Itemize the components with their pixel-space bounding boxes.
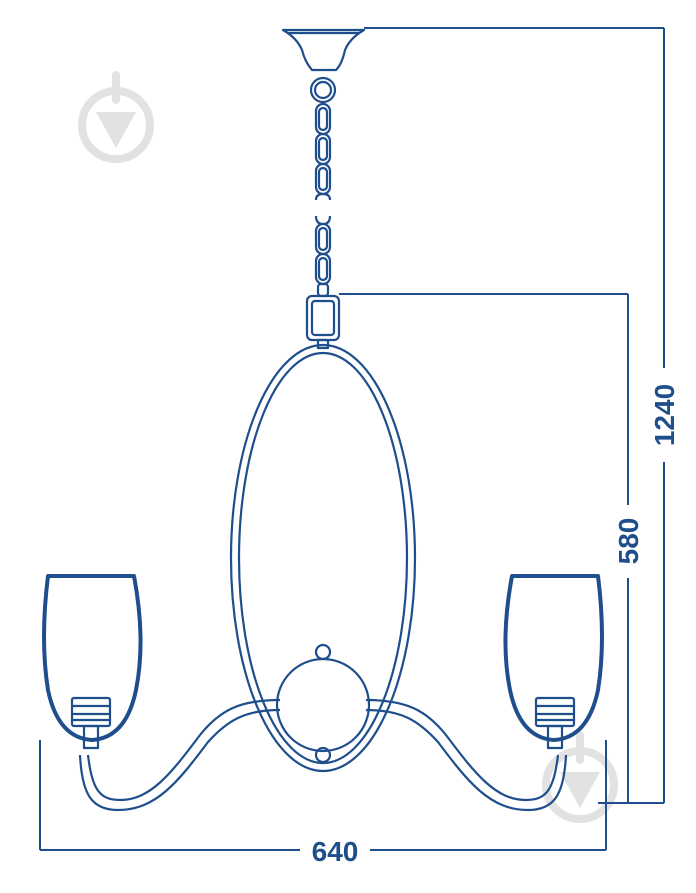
left-socket [70, 696, 112, 728]
dimension-lines [39, 27, 665, 851]
chain-ball [309, 76, 337, 104]
left-shade [42, 574, 143, 742]
central-sphere [275, 657, 371, 753]
chandelier-outline [70, 28, 576, 812]
main-oval-frame [229, 343, 417, 773]
body-height-dimension-label: 580 [613, 518, 644, 565]
glass-shades [42, 574, 604, 742]
right-arm [365, 698, 560, 802]
width-dimension-label: 640 [312, 836, 359, 867]
chain [314, 102, 332, 298]
right-socket [534, 696, 576, 728]
watermark-top-left-icon [78, 71, 154, 163]
total-height-dimension-label: 1240 [649, 384, 680, 446]
watermark-bottom-right-icon [542, 731, 618, 823]
left-arm [86, 698, 281, 802]
right-shade [503, 574, 604, 742]
ceiling-canopy [281, 28, 366, 72]
